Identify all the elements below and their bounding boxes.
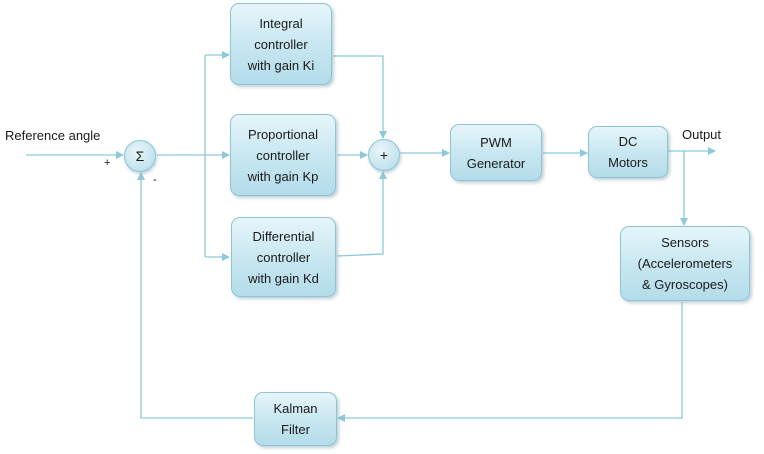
integral-line-1: Integral: [259, 15, 303, 31]
differential-line-2: controller: [256, 249, 311, 265]
motors-line-2: Motors: [608, 155, 648, 170]
summing-symbol: Σ: [135, 148, 145, 164]
adder-junction: +: [368, 139, 400, 171]
motors-line-1: DC: [618, 134, 638, 149]
pwm-generator-block: PWM Generator: [450, 124, 542, 181]
sensors-line-2: (Accelerometers: [637, 256, 733, 271]
kalman-filter-block: Kalman Filter: [254, 392, 337, 446]
plus-sign: +: [104, 157, 111, 169]
kalman-line-1: Kalman: [273, 401, 318, 416]
sensors-line-1: Sensors: [661, 235, 709, 250]
sensors-block: Sensors (Accelerometers & Gyroscopes): [620, 226, 750, 301]
proportional-controller-block: Proportional controller with gain Kp: [230, 114, 336, 196]
pwm-line-1: PWM: [480, 134, 512, 150]
reference-angle-label: Reference angle: [5, 128, 101, 143]
integral-to-adder-arrow: [333, 55, 387, 139]
integral-line-3: with gain Ki: [247, 57, 315, 73]
dc-motors-block: DC Motors: [588, 126, 668, 178]
pwm-line-2: Generator: [466, 155, 526, 171]
output-label: Output: [682, 127, 722, 142]
sensors-to-kalman-arrow: [337, 302, 683, 422]
minus-sign: -: [153, 174, 157, 186]
proportional-line-2: controller: [256, 147, 310, 163]
integral-line-2: controller: [254, 36, 308, 52]
kalman-line-2: Filter: [281, 422, 310, 437]
adder-symbol: +: [379, 147, 389, 163]
kalman-to-sum-arrow: [137, 172, 253, 419]
differential-to-adder-arrow: [336, 171, 387, 257]
differential-line-3: with gain Kd: [248, 270, 319, 286]
sensors-line-3: & Gyroscopes): [642, 277, 728, 292]
proportional-line-1: Proportional: [247, 126, 319, 142]
integral-controller-block: Integral controller with gain Ki: [230, 3, 332, 85]
differential-controller-block: Differential controller with gain Kd: [231, 217, 336, 297]
proportional-line-3: with gain Kp: [247, 168, 319, 184]
differential-line-1: Differential: [252, 228, 315, 244]
summing-junction: Σ: [124, 140, 156, 172]
